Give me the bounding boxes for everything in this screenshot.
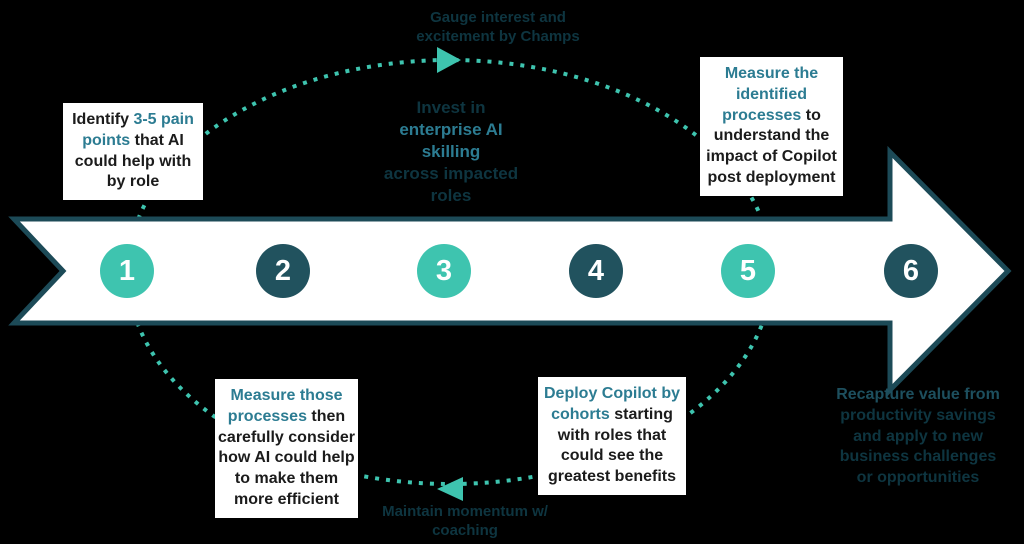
step-4-number: 4: [587, 254, 605, 287]
cycle-top-label: Gauge interest and excitement by Champs: [416, 9, 580, 45]
step-6-callout: Recapture value from productivity saving…: [833, 385, 1003, 489]
step-4-text-highlight: Deploy Copilot by cohorts: [544, 385, 680, 423]
step-6-number: 6: [902, 254, 920, 287]
step-3-text-post: across impacted roles: [383, 164, 519, 206]
step-5-callout: Measure the identified processes to unde…: [700, 57, 843, 196]
step-4-text-post: starting with roles that could see the g…: [547, 405, 677, 486]
cycle-arrowhead-bottom-icon: [437, 477, 463, 501]
step-1-text-pre: Identify: [72, 111, 134, 128]
step-2-callout: Measure those processes then carefully c…: [215, 379, 358, 518]
step-2-text-post: then carefully consider how AI could hel…: [218, 407, 355, 508]
step-2-number: 2: [274, 254, 292, 287]
step-2-circle: 2: [256, 244, 310, 298]
step-5-text-post: to understand the impact of Copilot post…: [706, 106, 837, 186]
step-6-text-highlight: Recapture value from: [836, 386, 1000, 403]
step-3-callout: Invest in enterprise AI skilling across …: [381, 97, 521, 207]
step-3-text-pre: Invest in: [416, 98, 486, 117]
step-1-circle: 1: [100, 244, 154, 298]
step-6-text-post: productivity savings and apply to new bu…: [839, 406, 997, 487]
step-4-circle: 4: [569, 244, 623, 298]
step-6-circle: 6: [884, 244, 938, 298]
step-1-text-highlight: 3-5 pain points: [82, 111, 194, 149]
step-1-number: 1: [118, 254, 136, 287]
process-arrow: [8, 145, 1012, 397]
step-1-callout: Identify 3-5 pain points that AI could h…: [63, 103, 203, 201]
step-5-text-highlight: Measure the identified processes: [722, 65, 819, 124]
step-3-text-highlight: enterprise AI skilling: [399, 120, 503, 162]
step-3-circle: 3: [417, 244, 471, 298]
step-4-callout: Deploy Copilot by cohorts starting with …: [538, 377, 686, 495]
step-5-circle: 5: [721, 244, 775, 298]
step-2-text-highlight: Measure those processes: [227, 387, 343, 425]
step-5-number: 5: [739, 254, 757, 287]
step-3-number: 3: [435, 254, 453, 287]
cycle-bottom-label: Maintain momentum w/ coaching: [382, 503, 548, 539]
cycle-arrowhead-top-icon: [437, 47, 461, 73]
step-1-text-post: that AI could help with by role: [74, 131, 192, 191]
